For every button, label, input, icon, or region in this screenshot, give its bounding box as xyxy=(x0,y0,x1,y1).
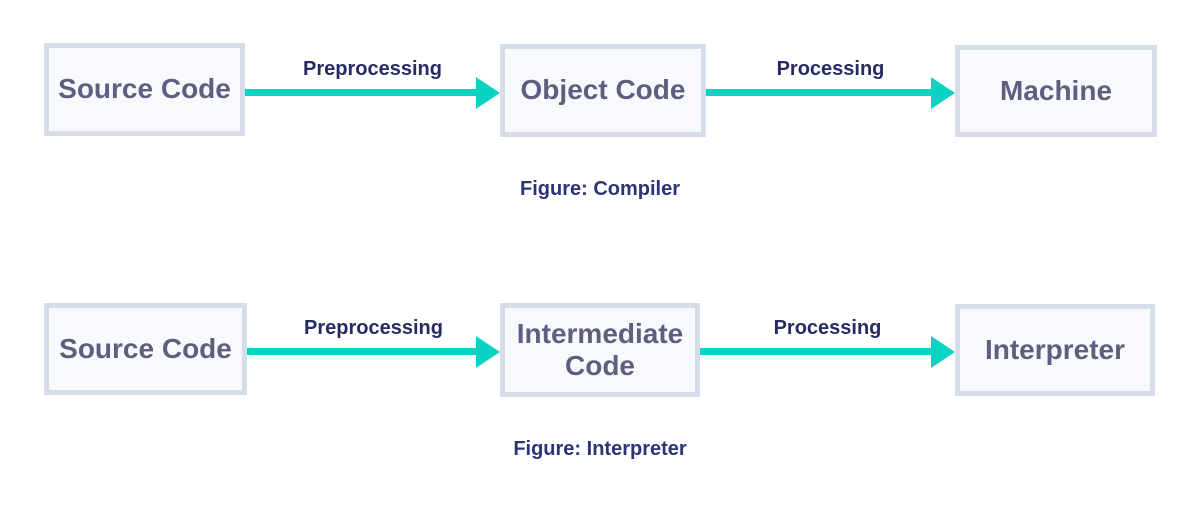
node-label: Object Code xyxy=(520,74,686,106)
node-label: Source Code xyxy=(58,73,231,105)
node-machine: Machine xyxy=(955,45,1157,137)
node-object-code: Object Code xyxy=(500,44,706,137)
node-interpreter: Interpreter xyxy=(955,304,1155,396)
node-label: Source Code xyxy=(59,332,232,364)
arrow-line xyxy=(706,89,931,96)
arrow-line xyxy=(245,89,476,96)
arrow-right-icon xyxy=(931,336,955,368)
arrow-right-icon xyxy=(476,77,500,109)
caption-interpreter: Figure: Interpreter xyxy=(513,438,687,460)
arrow-label-processing-compiler: Processing xyxy=(776,58,885,80)
arrow-label-preprocessing-interpreter: Preprocessing xyxy=(304,317,443,339)
node-source-code-interpreter: Source Code xyxy=(44,303,247,395)
arrow-label-preprocessing-compiler: Preprocessing xyxy=(303,58,442,80)
node-label: Machine xyxy=(999,74,1113,106)
arrow-label-processing-interpreter: Processing xyxy=(773,317,882,339)
node-label: Interpreter xyxy=(984,333,1126,365)
arrow-line xyxy=(247,348,476,355)
node-label: Intermediate Code xyxy=(516,317,684,381)
node-source-code-compiler: Source Code xyxy=(44,43,245,136)
arrow-line xyxy=(700,348,931,355)
arrow-right-icon xyxy=(931,77,955,109)
arrow-right-icon xyxy=(476,336,500,368)
caption-compiler: Figure: Compiler xyxy=(519,178,680,200)
node-intermediate-code: Intermediate Code xyxy=(500,303,700,397)
